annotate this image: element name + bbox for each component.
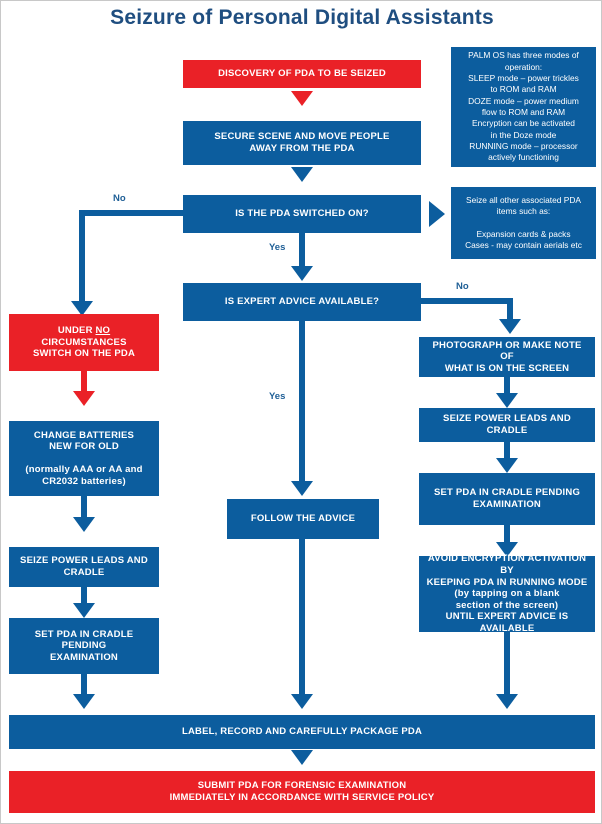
connector-expert-advice-no-vertical: [507, 298, 513, 325]
node-set-pda-cradle-left-label: SET PDA IN CRADLE PENDING EXAMINATION: [34, 628, 134, 663]
connector-expert-advice-yes-vertical: [299, 321, 305, 489]
node-under-no-circumstances-post: CIRCUMSTANCES SWITCH ON THE PDA: [32, 336, 136, 360]
node-discovery-of-pda[interactable]: DISCOVERY OF PDA TO BE SEIZED: [183, 60, 421, 88]
node-change-batteries[interactable]: CHANGE BATTERIES NEW FOR OLD (normally A…: [9, 421, 159, 496]
node-under-no-circumstances-emphasis: NO: [95, 325, 111, 337]
note-palm-os-text: PALM OS has three modes of operation: SL…: [468, 50, 579, 163]
page-title: Seizure of Personal Digital Assistants: [110, 6, 494, 29]
branch-label-expert-advice-yes: Yes: [269, 391, 286, 402]
connector-switched-on-no-horizontal: [79, 210, 185, 216]
node-avoid-encryption-activation-label: AVOID ENCRYPTION ACTIVATION BY KEEPING P…: [426, 553, 588, 634]
node-seize-power-leads-cradle-left[interactable]: SEIZE POWER LEADS AND CRADLE: [9, 547, 159, 587]
connector-set-cradle-right-to-avoid-encryption: [504, 525, 510, 549]
node-seize-power-leads-cradle-left-label: SEIZE POWER LEADS AND CRADLE: [20, 555, 148, 578]
arrow-set-cradle-right-to-avoid-encryption: [496, 542, 518, 557]
arrow-switched-on-no-to-under-no-circumstances: [71, 301, 93, 316]
node-is-expert-advice-available-label: IS EXPERT ADVICE AVAILABLE?: [224, 296, 380, 308]
node-photograph-screen[interactable]: PHOTOGRAPH OR MAKE NOTE OF WHAT IS ON TH…: [419, 337, 595, 377]
connector-photograph-to-seize-power-right: [504, 377, 510, 399]
arrow-seize-power-left-to-set-cradle-left: [73, 603, 95, 618]
connector-under-no-circumstances-to-change-batteries: [81, 371, 87, 395]
node-follow-the-advice-label: FOLLOW THE ADVICE: [250, 513, 356, 525]
node-label-record-package[interactable]: LABEL, RECORD AND CAREFULLY PACKAGE PDA: [9, 715, 595, 749]
connector-set-cradle-left-to-label-record: [81, 674, 87, 704]
node-set-pda-cradle-left[interactable]: SET PDA IN CRADLE PENDING EXAMINATION: [9, 618, 159, 674]
arrow-expert-advice-no-to-photograph: [499, 319, 521, 334]
node-photograph-screen-label: PHOTOGRAPH OR MAKE NOTE OF WHAT IS ON TH…: [432, 339, 582, 374]
arrow-discovery-to-secure-scene: [291, 91, 313, 106]
arrow-expert-advice-yes-to-follow-advice: [291, 481, 313, 496]
node-submit-forensic-examination[interactable]: SUBMIT PDA FOR FORENSIC EXAMINATION IMME…: [9, 771, 595, 813]
node-is-pda-switched-on-label: IS THE PDA SWITCHED ON?: [235, 208, 369, 220]
node-seize-power-leads-cradle-right-label: SEIZE POWER LEADS AND CRADLE: [443, 413, 571, 436]
node-avoid-encryption-activation[interactable]: AVOID ENCRYPTION ACTIVATION BY KEEPING P…: [419, 553, 595, 634]
note-seize-other-items-text: Seize all other associated PDA items suc…: [465, 194, 582, 251]
node-under-no-circumstances[interactable]: UNDER NO CIRCUMSTANCES SWITCH ON THE PDA: [9, 314, 159, 371]
node-under-no-circumstances-label: UNDER NO CIRCUMSTANCES SWITCH ON THE PDA: [15, 325, 153, 360]
arrow-seize-power-right-to-set-cradle-right: [496, 458, 518, 473]
node-follow-the-advice[interactable]: FOLLOW THE ADVICE: [227, 499, 379, 539]
arrow-label-record-to-submit-forensic: [291, 750, 313, 765]
node-seize-power-leads-cradle-right[interactable]: SEIZE POWER LEADS AND CRADLE: [419, 408, 595, 442]
arrow-under-no-circumstances-to-change-batteries: [73, 391, 95, 406]
connector-switched-on-no-vertical: [79, 210, 85, 308]
arrow-photograph-to-seize-power-right: [496, 393, 518, 408]
connector-follow-advice-to-label-record: [299, 539, 305, 704]
connector-expert-advice-no-horizontal: [421, 298, 513, 304]
node-label-record-package-label: LABEL, RECORD AND CAREFULLY PACKAGE PDA: [181, 726, 423, 738]
arrow-follow-advice-to-label-record: [291, 694, 313, 709]
arrow-secure-scene-to-switched-on: [291, 167, 313, 182]
arrow-switched-on-yes-to-expert-advice: [291, 266, 313, 281]
node-secure-scene-label: SECURE SCENE AND MOVE PEOPLE AWAY FROM T…: [214, 131, 390, 154]
connector-avoid-encryption-to-label-record: [504, 632, 510, 704]
arrow-set-cradle-left-to-label-record: [73, 694, 95, 709]
connector-seize-power-left-to-set-cradle-left: [81, 587, 87, 609]
node-under-no-circumstances-pre: UNDER: [57, 325, 96, 337]
node-is-pda-switched-on[interactable]: IS THE PDA SWITCHED ON?: [183, 195, 421, 233]
arrow-avoid-encryption-to-label-record: [496, 694, 518, 709]
connector-switched-on-yes-vertical: [299, 233, 305, 273]
node-change-batteries-label: CHANGE BATTERIES NEW FOR OLD (normally A…: [25, 429, 143, 487]
note-palm-os: PALM OS has three modes of operation: SL…: [451, 47, 596, 167]
node-set-pda-cradle-right-label: SET PDA IN CRADLE PENDING EXAMINATION: [433, 487, 581, 510]
node-submit-forensic-examination-label: SUBMIT PDA FOR FORENSIC EXAMINATION IMME…: [169, 780, 435, 803]
branch-label-expert-advice-no: No: [456, 281, 469, 292]
node-set-pda-cradle-right[interactable]: SET PDA IN CRADLE PENDING EXAMINATION: [419, 473, 595, 525]
note-seize-other-items: Seize all other associated PDA items suc…: [451, 187, 596, 259]
arrow-change-batteries-to-seize-power-left: [73, 517, 95, 532]
arrow-right-to-seize-other-items: [429, 201, 445, 227]
node-discovery-of-pda-label: DISCOVERY OF PDA TO BE SEIZED: [218, 68, 386, 80]
node-is-expert-advice-available[interactable]: IS EXPERT ADVICE AVAILABLE?: [183, 283, 421, 321]
branch-label-switched-on-yes: Yes: [269, 242, 286, 253]
connector-seize-power-right-to-set-cradle-right: [504, 442, 510, 464]
connector-change-batteries-to-seize-power-left: [81, 496, 87, 522]
node-secure-scene[interactable]: SECURE SCENE AND MOVE PEOPLE AWAY FROM T…: [183, 121, 421, 165]
branch-label-switched-on-no: No: [113, 193, 126, 204]
